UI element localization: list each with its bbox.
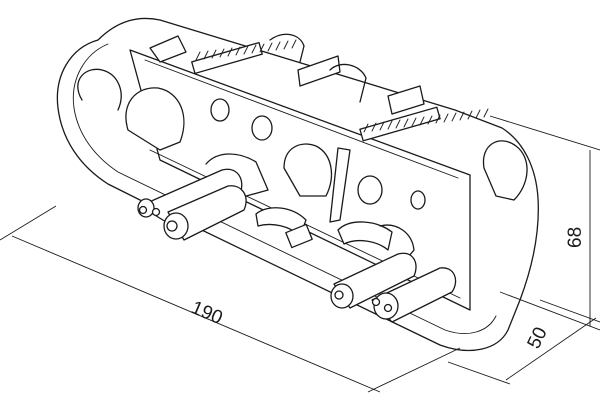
- left-screw-housing: [137, 168, 247, 241]
- right-screw-housing: [330, 252, 457, 323]
- dimension-height-label: 68: [565, 227, 586, 248]
- dimension-depth-label: 50: [524, 324, 552, 352]
- knockout-holes: [77, 68, 528, 210]
- dimension-height: 68: [489, 115, 600, 326]
- top-springs: [149, 33, 489, 142]
- partition-walls: [205, 147, 415, 263]
